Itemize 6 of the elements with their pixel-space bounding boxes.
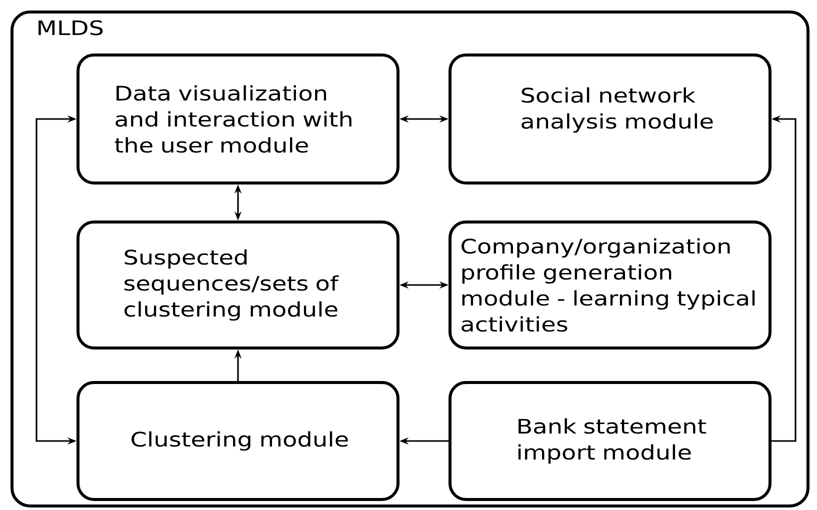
module-box: Suspected sequences/sets of clustering module xyxy=(76,220,400,350)
module-box: Social network analysis module xyxy=(448,54,772,184)
module-box: Bank statement import module xyxy=(448,381,772,501)
module-box: Clustering module xyxy=(76,381,400,501)
module-box: Company/organization profile generation module - learning typical activities xyxy=(448,220,772,350)
module-box: Data visualization and interaction with the user module xyxy=(76,54,400,184)
